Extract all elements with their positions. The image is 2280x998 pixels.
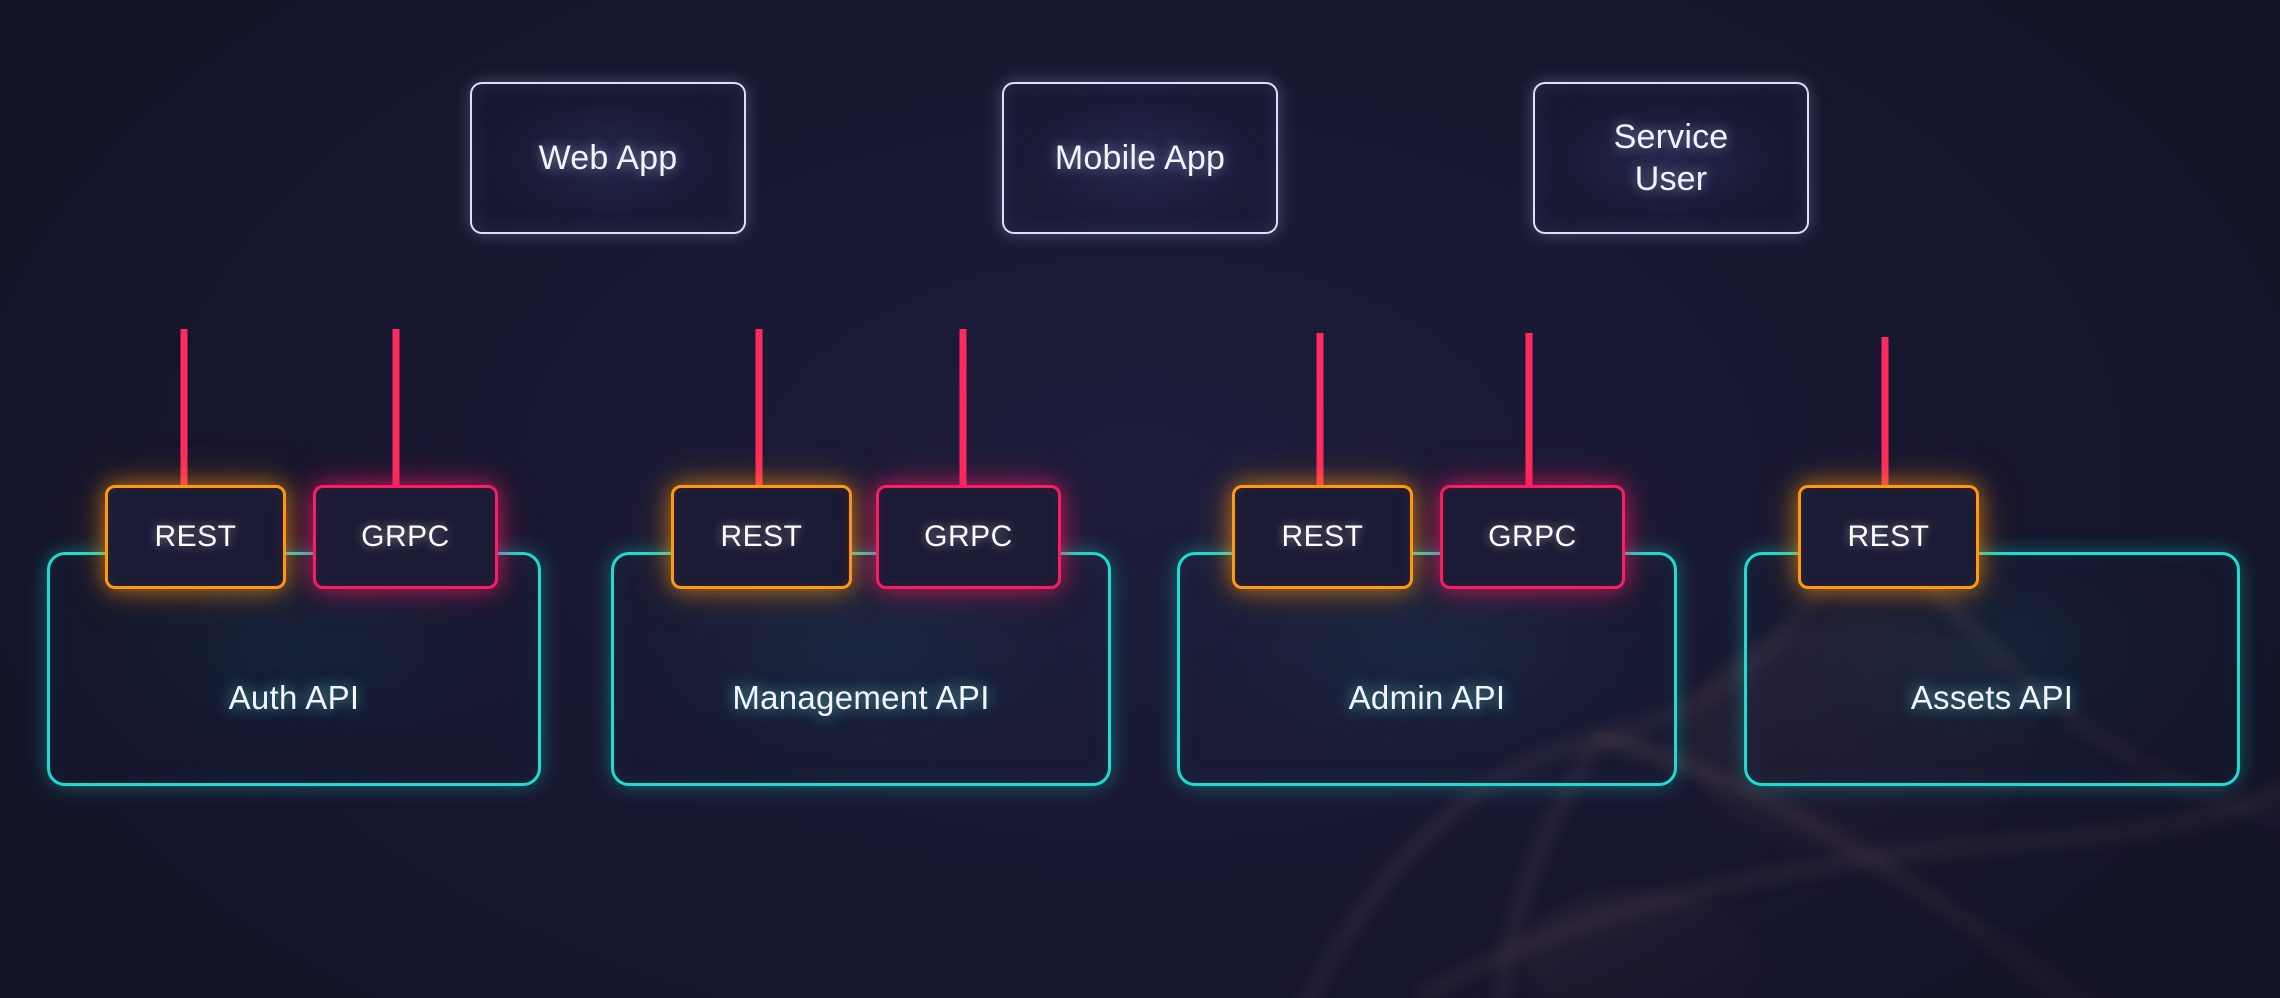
protocol-box-management-rest[interactable]: REST: [671, 485, 852, 589]
protocol-box-auth-grpc[interactable]: GRPC: [313, 485, 498, 589]
protocol-label: REST: [154, 520, 237, 553]
api-group-admin[interactable]: Admin API: [1177, 552, 1677, 786]
protocol-label: GRPC: [361, 520, 450, 553]
api-container-outline: [47, 552, 541, 786]
client-label: Mobile App: [1054, 138, 1226, 177]
protocol-label: GRPC: [1488, 520, 1577, 553]
client-box-service-user[interactable]: Service User: [1533, 82, 1809, 234]
client-box-web-app[interactable]: Web App: [470, 82, 746, 234]
client-box-mobile-app[interactable]: Mobile App: [1002, 82, 1278, 234]
api-group-assets[interactable]: Assets API: [1744, 552, 2240, 786]
protocol-label: REST: [720, 520, 803, 553]
api-container-outline: [611, 552, 1111, 786]
client-label-line-2: User: [1634, 160, 1708, 198]
protocol-box-admin-rest[interactable]: REST: [1232, 485, 1413, 589]
protocol-label: GRPC: [924, 520, 1013, 553]
api-group-management[interactable]: Management API: [611, 552, 1111, 786]
api-container-outline: [1744, 552, 2240, 786]
api-group-label: Admin API: [1348, 679, 1506, 716]
client-label: Web App: [538, 138, 678, 177]
api-group-label: Assets API: [1910, 679, 2074, 716]
protocol-box-assets-rest[interactable]: REST: [1798, 485, 1979, 589]
protocol-box-management-grpc[interactable]: GRPC: [876, 485, 1061, 589]
api-group-label: Management API: [732, 679, 990, 716]
client-label-line-1: Service: [1613, 117, 1729, 156]
api-container-outline: [1177, 552, 1677, 786]
protocol-box-auth-rest[interactable]: REST: [105, 485, 286, 589]
protocol-box-admin-grpc[interactable]: GRPC: [1440, 485, 1625, 589]
api-group-auth[interactable]: Auth API: [47, 552, 541, 786]
protocol-label: REST: [1847, 520, 1930, 553]
api-group-label: Auth API: [228, 679, 360, 716]
protocol-label: REST: [1281, 520, 1364, 553]
